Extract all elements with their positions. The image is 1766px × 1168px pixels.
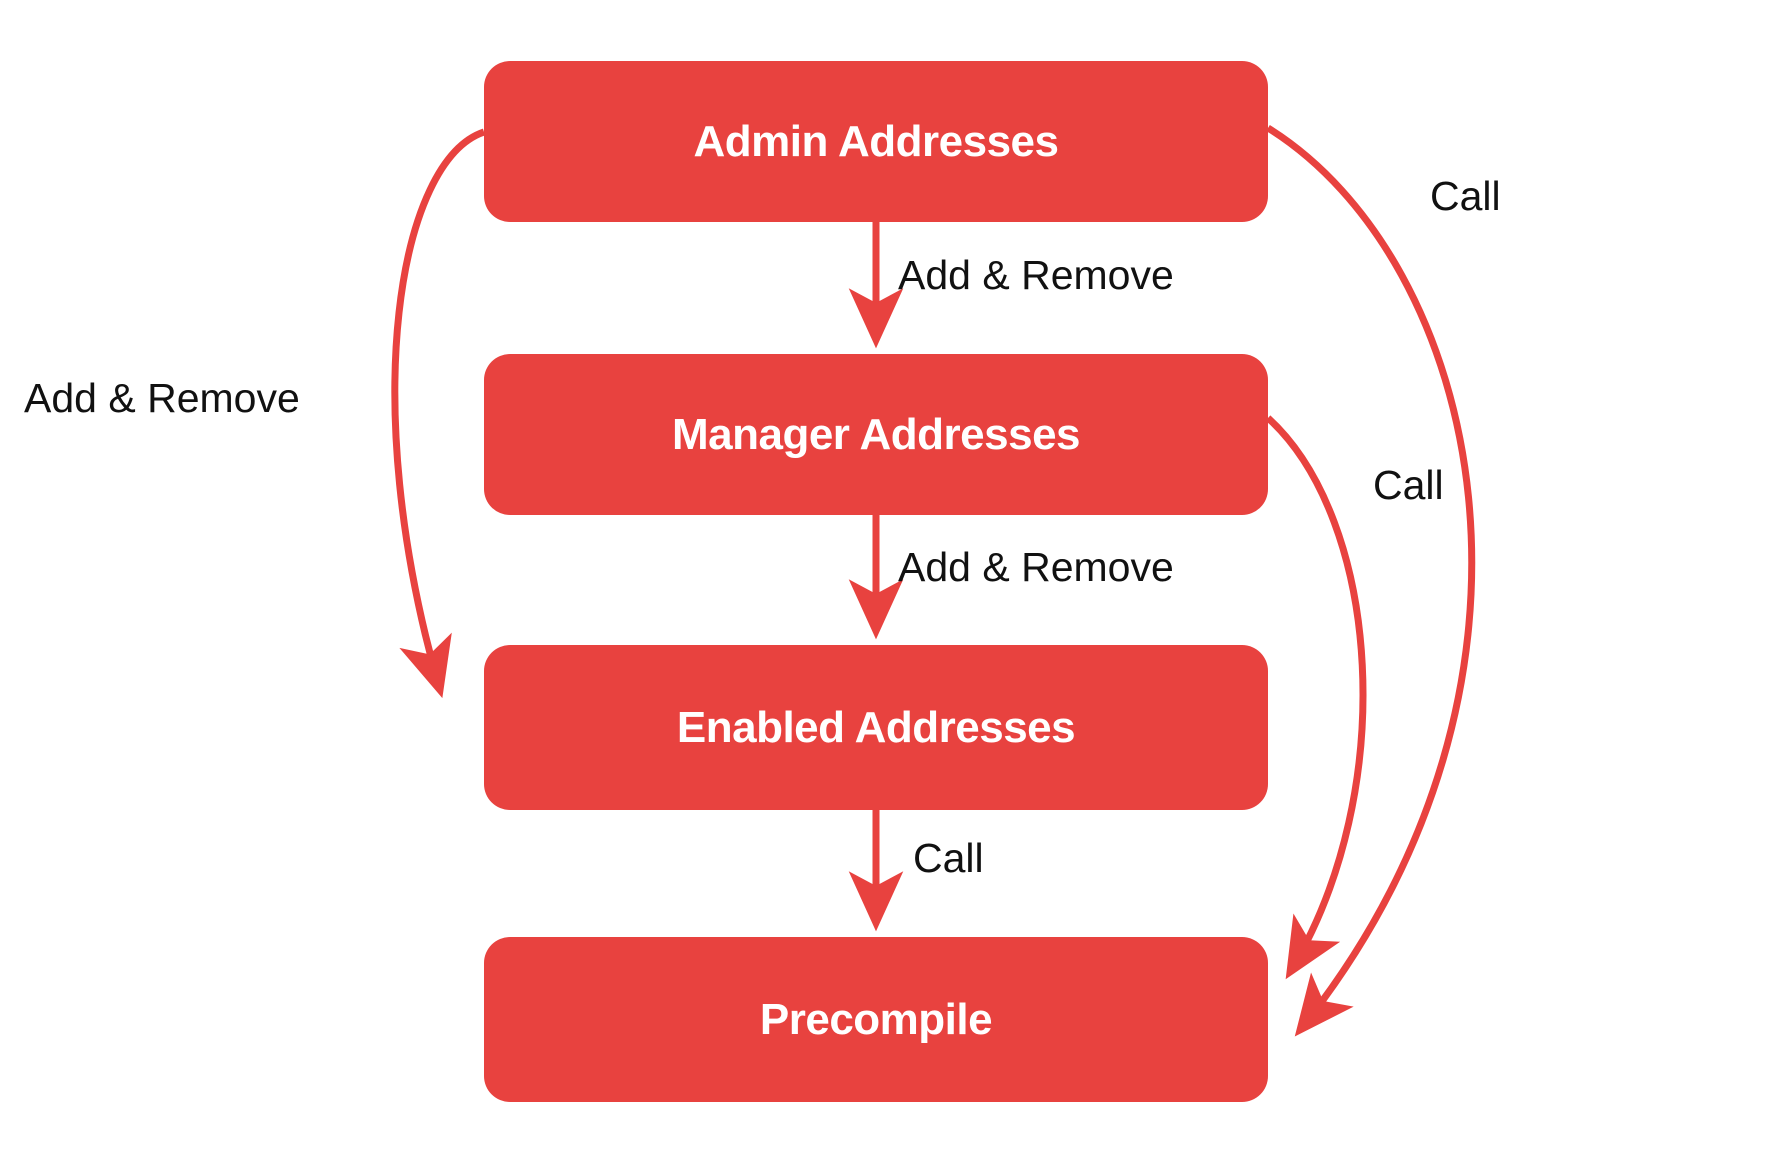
edge-label-admin-to-enabled: Add & Remove <box>24 375 300 421</box>
node-precompile-label: Precompile <box>759 994 993 1044</box>
edge-label-manager-to-precompile: Call <box>1373 462 1444 508</box>
node-manager-addresses-label: Manager Addresses <box>671 409 1081 459</box>
node-admin-addresses[interactable]: Admin Addresses <box>484 61 1268 222</box>
node-enabled-addresses-label: Enabled Addresses <box>676 702 1076 752</box>
node-enabled-addresses[interactable]: Enabled Addresses <box>484 645 1268 810</box>
edge-label-manager-to-enabled: Add & Remove <box>898 544 1174 590</box>
edge-label-enabled-to-precompile: Call <box>913 835 984 881</box>
node-precompile[interactable]: Precompile <box>484 937 1268 1102</box>
edge-admin-to-enabled <box>391 128 486 699</box>
node-manager-addresses[interactable]: Manager Addresses <box>484 354 1268 515</box>
edge-admin-to-precompile <box>1266 125 1476 1037</box>
node-admin-addresses-label: Admin Addresses <box>693 116 1059 166</box>
edge-label-admin-to-precompile: Call <box>1430 173 1501 219</box>
edge-manager-to-precompile <box>1265 415 1367 980</box>
edge-label-admin-to-manager: Add & Remove <box>898 252 1174 298</box>
